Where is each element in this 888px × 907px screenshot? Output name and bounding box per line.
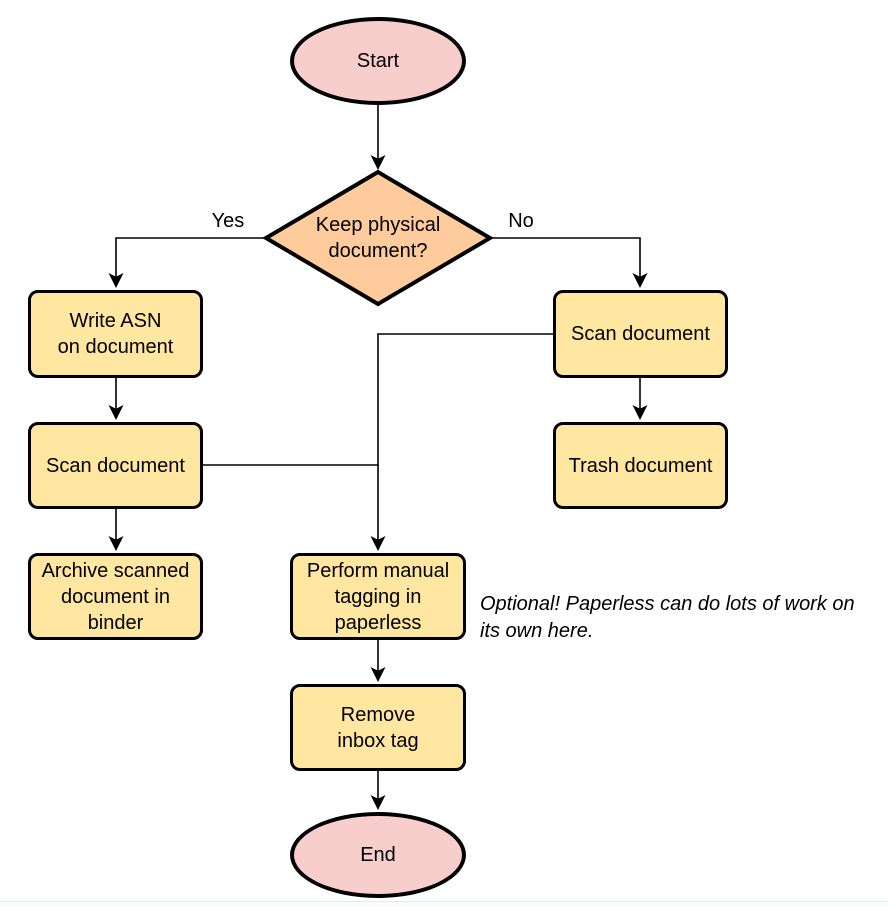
- node-scan-document-left-label: Scan document: [46, 454, 185, 477]
- node-archive-document-label: Archive scanned document in binder: [41, 559, 190, 634]
- edge-label-no: No: [508, 210, 534, 232]
- node-trash-document: Trash document: [553, 422, 728, 509]
- edge-decision-yes-to-write-asn: [108, 237, 266, 288]
- node-trash-document-label: Trash document: [568, 454, 713, 477]
- decision-diamond-shape: [262, 169, 494, 307]
- node-start-label: Start: [356, 50, 400, 72]
- node-manual-tagging-label: Perform manual tagging in paperless: [306, 559, 450, 634]
- edge-label-yes: Yes: [211, 210, 245, 232]
- node-scan-document-left: Scan document: [28, 422, 203, 509]
- page-bottom-divider: [0, 901, 888, 902]
- node-scan-document-right-label: Scan document: [571, 323, 710, 345]
- page-bottom-area: [0, 902, 888, 907]
- node-manual-tagging: Perform manual tagging in paperless: [290, 553, 466, 640]
- optional-note: Optional! Paperless can do lots of work …: [480, 593, 855, 642]
- node-start: Start: [290, 17, 466, 105]
- node-end-label: End: [360, 844, 396, 866]
- node-archive-document: Archive scanned document in binder: [28, 553, 203, 640]
- node-write-asn: Write ASN on document: [28, 290, 203, 378]
- node-write-asn-label: Write ASN on document: [57, 310, 174, 358]
- edge-decision-no-to-scan-right: [490, 237, 648, 288]
- node-end: End: [290, 812, 466, 898]
- node-scan-document-right: Scan document: [553, 290, 728, 378]
- node-decision-label: Keep physical document?: [315, 214, 441, 262]
- node-remove-inbox-tag-label: Remove inbox tag: [337, 703, 419, 752]
- edge-scan-right-to-tagging: [370, 333, 553, 551]
- node-remove-inbox-tag: Remove inbox tag: [290, 684, 466, 771]
